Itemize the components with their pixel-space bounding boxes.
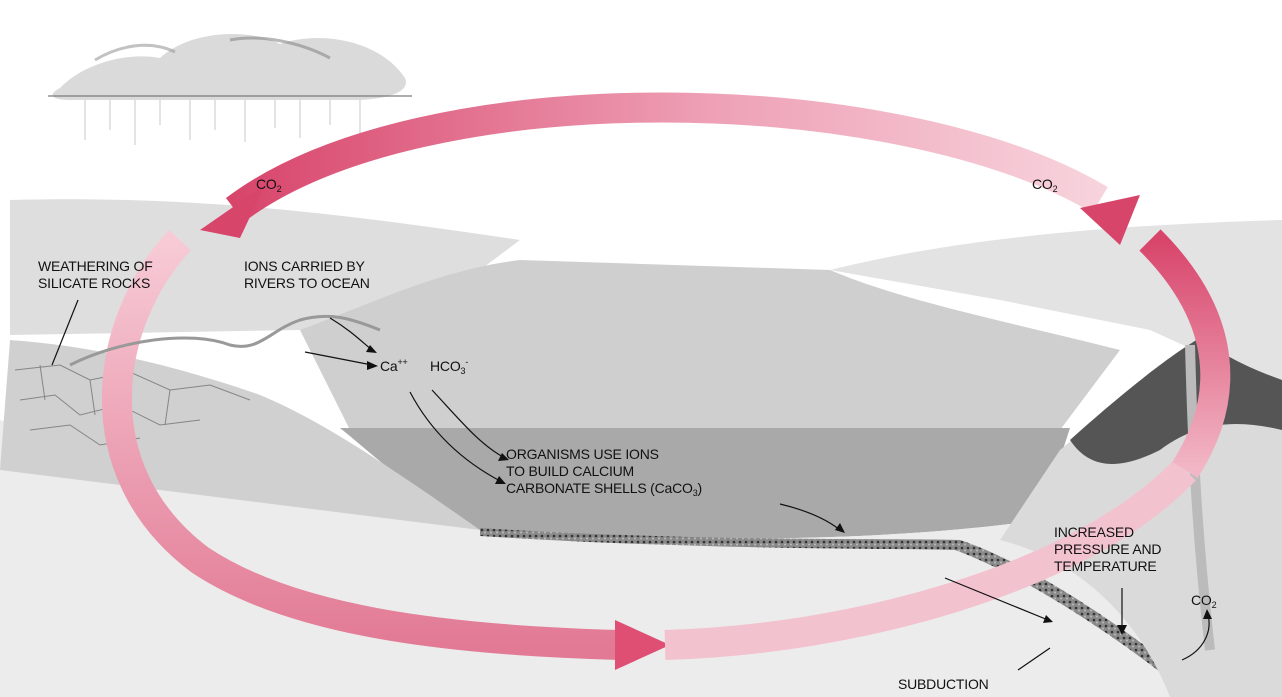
weathering-label: WEATHERING OF SILICATE ROCKS [38,258,153,292]
subduction-label: SUBDUCTION [898,676,989,693]
organisms-label: ORGANISMS USE IONS TO BUILD CALCIUM CARB… [506,446,702,497]
bicarbonate-ion-label: HCO3- [430,358,468,375]
pressure-temperature-label: INCREASED PRESSURE AND TEMPERATURE [1054,524,1161,575]
co2-label-left: CO2 [256,176,281,193]
cloud-icon [48,34,412,145]
ions-carried-label: IONS CARRIED BY RIVERS TO OCEAN [244,258,370,292]
co2-label-right: CO2 [1032,176,1057,193]
calcium-ion-label: Ca++ [380,358,408,375]
co2-label-volcano: CO2 [1191,592,1216,609]
